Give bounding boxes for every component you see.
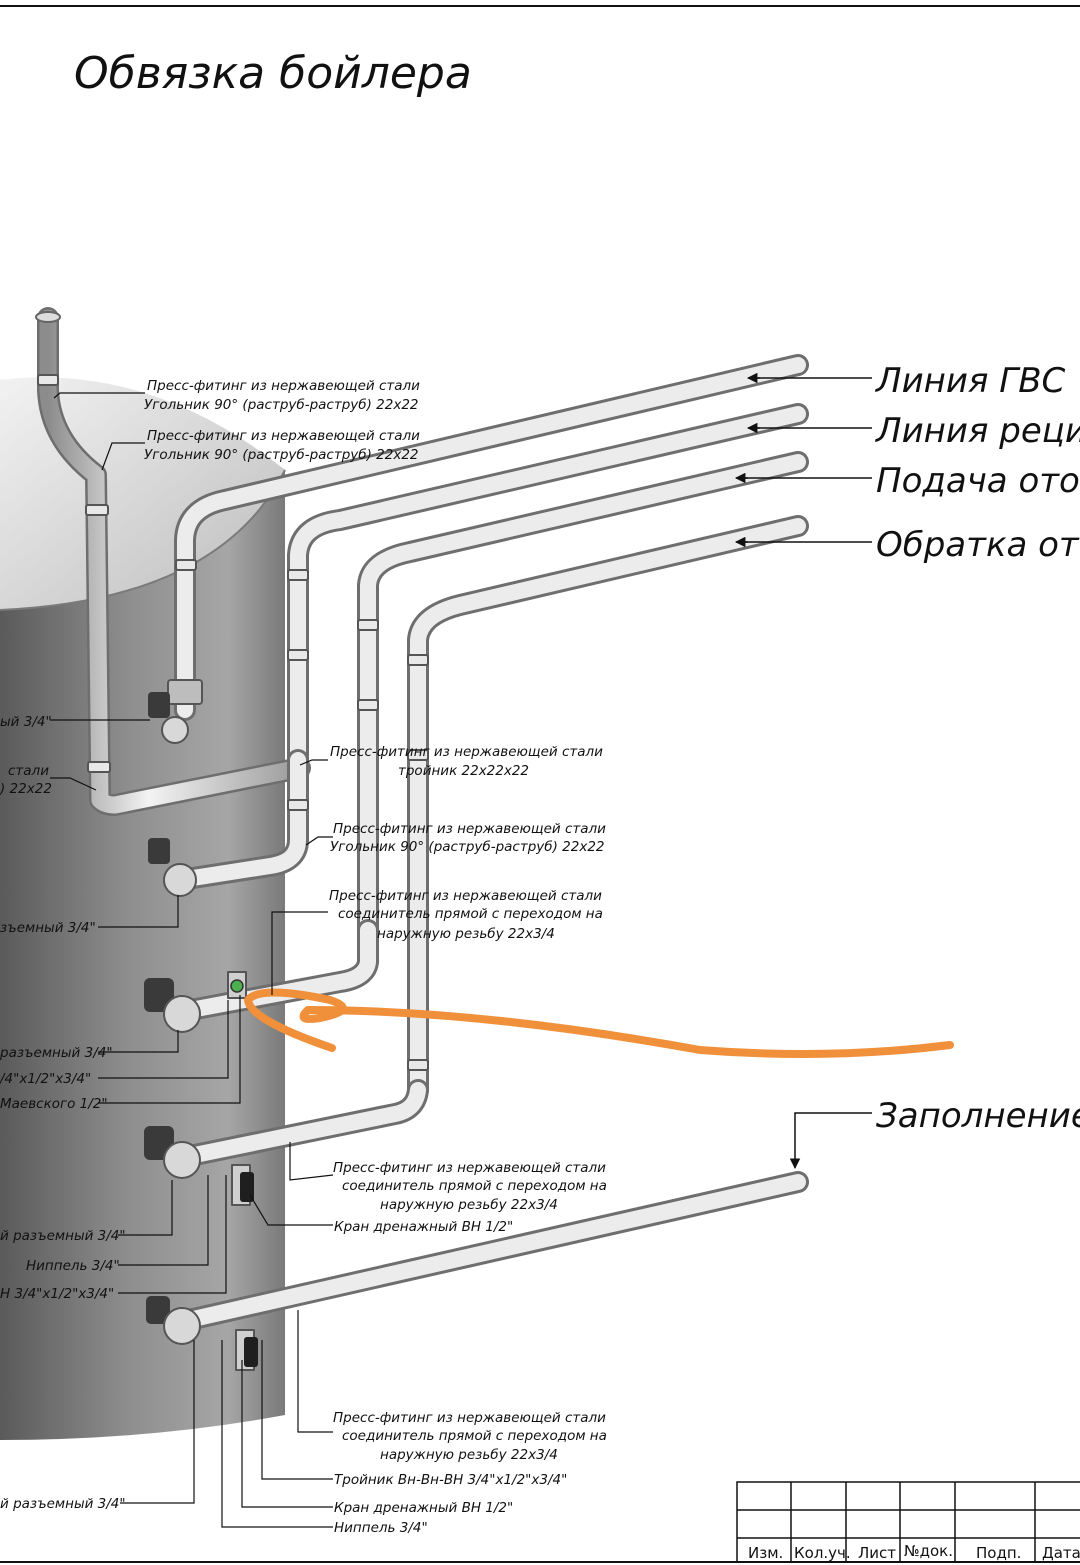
top-vent-pipe: [35, 307, 311, 816]
left-label-2b: ) 22x22: [0, 781, 52, 797]
label-cold-fill: Заполнение Х: [876, 1096, 1080, 1136]
tb-col-data: Дата: [1042, 1544, 1080, 1562]
drawing-title: Обвязка бойлера: [74, 48, 472, 99]
left-label-8: Ниппель 3/4": [26, 1258, 120, 1274]
orange-annotation-stroke: [244, 988, 954, 1058]
left-label-7: й разъемный 3/4": [0, 1228, 126, 1244]
air-vent-valve: [227, 971, 247, 999]
left-label-2a: стали: [8, 763, 49, 779]
tb-col-list: Лист: [858, 1544, 896, 1562]
tb-col-kol: Кол.уч.: [794, 1544, 851, 1562]
tb-col-podp: Подп.: [976, 1544, 1021, 1562]
callout-c1: Пресс-фитинг из нержавеющей стали Угольн…: [144, 378, 424, 413]
label-recirculation-line: Линия рецирк: [874, 411, 1080, 451]
pipe-network: [35, 307, 809, 1371]
left-label-6: Маевского 1/2": [0, 1096, 108, 1112]
label-gvs-line: Линия ГВС: [874, 361, 1066, 401]
callouts: [50, 392, 334, 1528]
left-label-9: Н 3/4"x1/2"x3/4": [0, 1286, 114, 1302]
left-label-4: разъемный 3/4": [0, 1045, 113, 1061]
callout-c5: Пресс-фитинг из нержавеющей стали соедин…: [329, 888, 607, 942]
pipe-recirculation: [169, 403, 809, 891]
callout-texts: Пресс-фитинг из нержавеющей стали Угольн…: [0, 378, 611, 1536]
pipe-cold-fill: [169, 1171, 809, 1333]
callout-c8: Пресс-фитинг из нержавеющей стали соедин…: [333, 1410, 611, 1463]
callout-c12: й разъемный 3/4": [0, 1496, 126, 1512]
pipe-heating-return: [169, 515, 809, 1169]
callout-c4: Пресс-фитинг из нержавеющей стали Угольн…: [330, 821, 610, 855]
tank-port-fittings: [144, 692, 201, 1345]
left-label-5: /4"x1/2"x3/4": [0, 1071, 91, 1087]
callout-c11: Ниппель 3/4": [334, 1520, 428, 1536]
pipe-heating-supply: [169, 451, 809, 1023]
pipe-gvs: [174, 354, 809, 721]
line-labels: Линия ГВС Линия рецирк Подача отопл Обра…: [734, 361, 1080, 1170]
tb-col-ndok: №док.: [904, 1542, 953, 1560]
callout-c6: Пресс-фитинг из нержавеющей стали соедин…: [333, 1160, 611, 1213]
left-labels: ый 3/4" стали ) 22x22 зъемный 3/4" разъе…: [0, 714, 126, 1302]
left-label-1: ый 3/4": [0, 714, 52, 730]
title-block: [736, 1481, 1080, 1563]
callout-c2: Пресс-фитинг из нержавеющей стали Угольн…: [144, 428, 424, 463]
boiler-tank: [0, 377, 286, 1441]
callout-c10: Кран дренажный ВН 1/2": [334, 1500, 513, 1516]
drain-valves: [231, 1164, 258, 1371]
callout-c7: Кран дренажный ВН 1/2": [334, 1219, 513, 1235]
label-heating-supply: Подача отопл: [876, 461, 1080, 501]
callout-c3: Пресс-фитинг из нержавеющей стали тройни…: [330, 744, 607, 779]
left-label-3: зъемный 3/4": [0, 920, 96, 936]
label-heating-return: Обратка ото: [876, 525, 1080, 565]
callout-c9: Тройник Вн-Вн-ВН 3/4"x1/2"x3/4": [334, 1472, 567, 1488]
tb-col-izm: Изм.: [748, 1544, 783, 1562]
title-block-headers: Изм. Кол.уч. Лист №док. Подп. Дата: [748, 1542, 1080, 1562]
